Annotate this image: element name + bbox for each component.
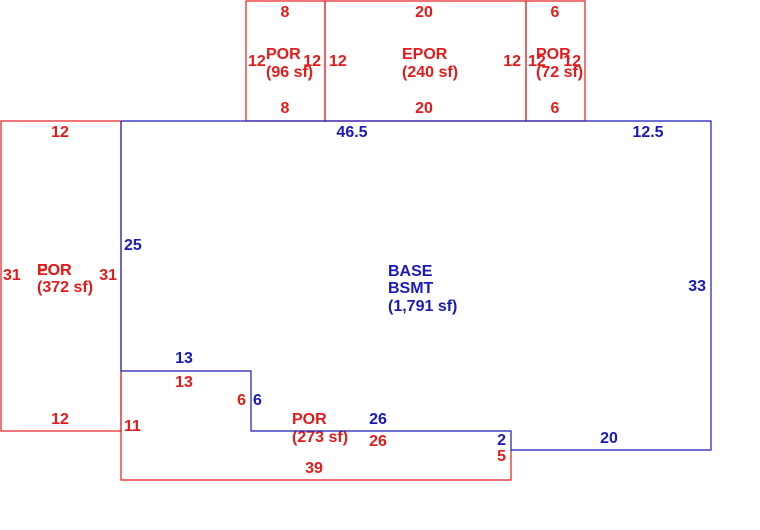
base-step-small-dim: 2 (497, 432, 506, 449)
bottom-porch-name: POR (292, 411, 327, 428)
epor-left-dim: 12 (329, 53, 347, 70)
por-top-right-area: 6 6 12 12 POR (72 sf) (525, 0, 586, 122)
left-porch-name-por: POR (37, 262, 72, 279)
left-porch-top-dim: 12 (51, 124, 69, 141)
left-porch-right-dim: 31 (99, 267, 117, 284)
left-porch-area-label: (372 sf) (37, 279, 93, 296)
left-porch-area: 12 12 31 31 EOR POR (372 sf) (0, 120, 122, 432)
epor-top-dim: 20 (415, 4, 433, 21)
epor-area: 20 20 12 12 EPOR (240 sf) (324, 0, 527, 122)
epor-right-dim: 12 (503, 53, 521, 70)
base-area-label: (1,791 sf) (388, 298, 457, 315)
por-top-left-top-dim: 8 (281, 4, 290, 21)
por-top-left-area-label: (96 sf) (266, 64, 313, 81)
bottom-porch-right-dim: 5 (497, 448, 506, 465)
por-top-right-top-dim: 6 (551, 4, 560, 21)
base-name-line1: BASE (388, 263, 433, 280)
epor-area-label: (240 sf) (402, 64, 458, 81)
left-porch-left-dim: 31 (3, 267, 21, 284)
base-bottom-mid-dim: 26 (369, 411, 387, 428)
bottom-porch-step-dim: 6 (237, 392, 246, 409)
base-bottom-right-dim: 20 (600, 430, 618, 447)
base-area: 46.5 12.5 33 20 2 26 6 13 25 BASE BSMT (… (120, 120, 712, 451)
por-top-right-bottom-dim: 6 (551, 100, 560, 117)
por-top-left-right-dim: 12 (303, 53, 321, 70)
base-step-left-dim: 6 (253, 392, 262, 409)
bottom-porch-bottom-dim: 39 (305, 460, 323, 477)
left-porch-name-eor: EOR (37, 262, 72, 279)
epor-name: EPOR (402, 46, 448, 63)
por-top-left-name: POR (266, 46, 301, 63)
bottom-porch-top-a-dim: 13 (175, 374, 193, 391)
bottom-porch-outline (120, 371, 512, 481)
bottom-porch-top-b-dim: 26 (369, 433, 387, 450)
por-top-right-area-label: (72 sf) (536, 64, 583, 81)
epor-bottom-dim: 20 (415, 100, 433, 117)
left-porch-bottom-dim: 12 (51, 411, 69, 428)
bottom-porch-left-dim: 11 (124, 418, 141, 435)
por-top-left-area: 8 8 12 12 POR (96 sf) (245, 0, 326, 122)
por-top-left-left-dim: 12 (248, 53, 266, 70)
por-top-right-name: POR (536, 46, 571, 63)
por-top-left-bottom-dim: 8 (281, 100, 290, 117)
base-name-line2: BSMT (388, 280, 434, 297)
base-left-dim: 25 (124, 237, 142, 254)
base-right-dim: 33 (688, 278, 706, 295)
base-top-a-dim: 46.5 (336, 124, 367, 141)
base-outline (120, 120, 712, 451)
base-top-b-dim: 12.5 (632, 124, 663, 141)
por-top-right-left-dim: 12 (528, 53, 546, 70)
bottom-porch-area-label: (273 sf) (292, 429, 348, 446)
por-top-right-right-dim: 12 (563, 53, 581, 70)
bottom-porch-area: 13 6 26 5 39 11 POR (273 sf) (120, 371, 512, 481)
base-bottom-left-dim: 13 (175, 350, 193, 367)
